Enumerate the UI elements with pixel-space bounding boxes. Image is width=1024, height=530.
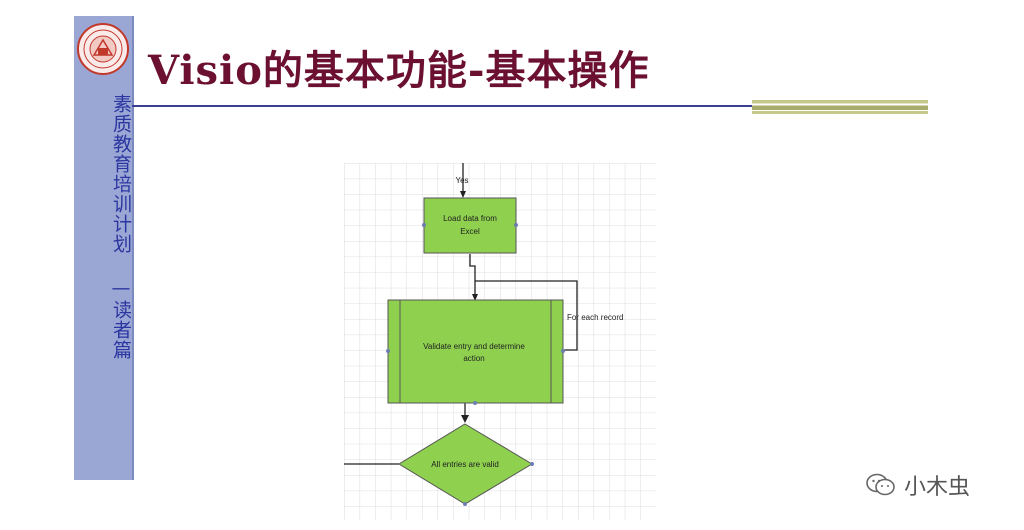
connection-points [386, 223, 565, 506]
university-seal-logo [77, 23, 129, 75]
arrowhead-validate [472, 294, 478, 301]
yes-label: Yes [455, 176, 468, 185]
connector-load-validate [469, 254, 476, 298]
process-load-data [423, 197, 517, 254]
validate-label-line1: Validate entry and determine [423, 342, 525, 351]
loop-connector [475, 280, 578, 351]
arrowhead-decision [461, 415, 469, 423]
loop-label: For each record [567, 313, 623, 322]
process-validate-entry [387, 299, 564, 404]
sidebar-banner: 素质教育培训计划 —读者篇 [74, 16, 134, 480]
validate-label-line2: action [463, 354, 484, 363]
load-label-line1: Load data from [443, 214, 497, 223]
watermark: 小木虫 [866, 470, 970, 500]
decision-label: All entries are valid [431, 460, 499, 469]
flowchart-diagram: Yes Load data from Excel Validate entry … [344, 163, 656, 520]
slide-title: Visio的基本功能-基本操作 [148, 47, 650, 94]
wechat-icon [866, 473, 895, 496]
arrowhead-yes [460, 191, 466, 198]
load-label-line2: Excel [460, 227, 480, 236]
watermark-text: 小木虫 [904, 475, 971, 500]
title-divider [132, 105, 928, 107]
sidebar-label: 素质教育培训计划 —读者篇 [110, 94, 132, 360]
title-accent-bar [752, 100, 928, 114]
